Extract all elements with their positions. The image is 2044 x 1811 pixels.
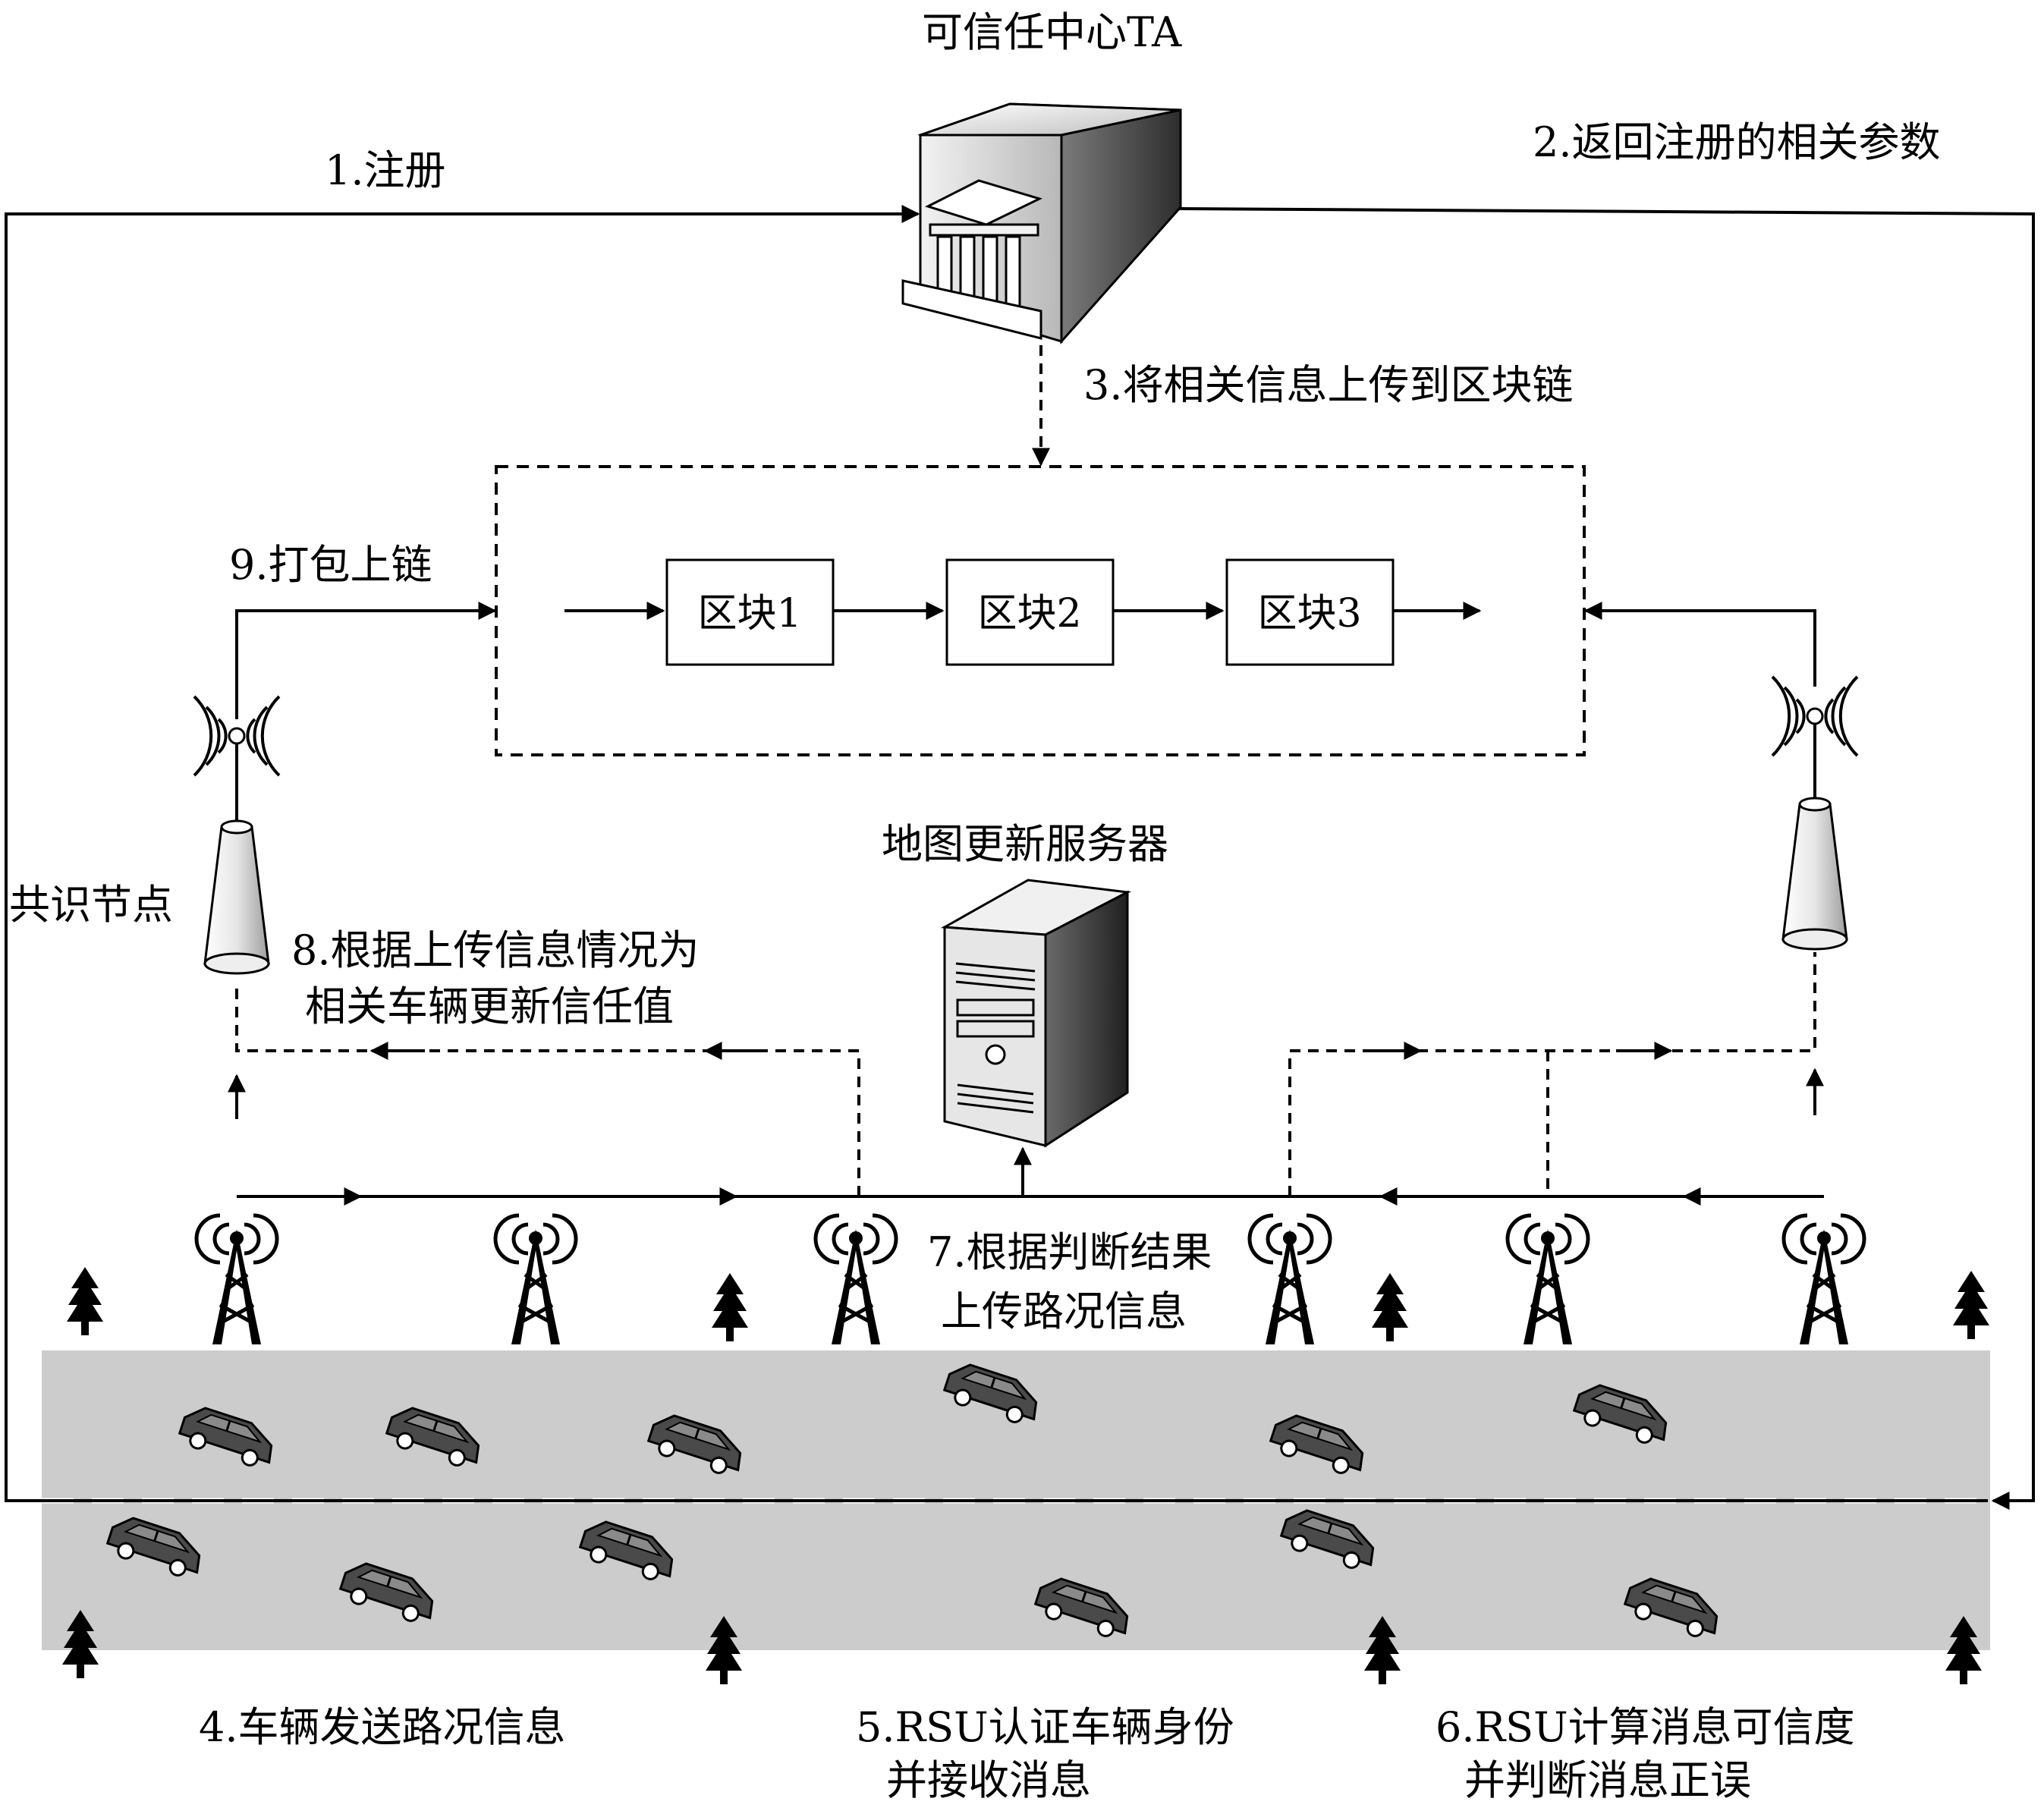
consensus-node-right-icon [1771, 675, 1859, 951]
rsu-tower-5-icon [1505, 1213, 1590, 1344]
car-icon [178, 1407, 273, 1467]
rsu-tower-3-icon [813, 1213, 898, 1344]
step-6-line1: 6.RSU计算消息可信度 [1436, 1703, 1855, 1751]
step-7-line2: 上传路况信息 [941, 1288, 1187, 1335]
tree-icon [67, 1267, 103, 1335]
step-3-label: 3.将相关信息上传到区块链 [1083, 361, 1574, 409]
car-icon [1623, 1577, 1719, 1637]
step-6-line2: 并判断消息正误 [1464, 1756, 1751, 1804]
block-3 [1225, 558, 1395, 666]
tree-icon [1364, 1616, 1401, 1684]
consensus-node-label: 共识节点 [9, 881, 173, 929]
step-2-label: 2.返回注册的相关参数 [1533, 118, 1941, 166]
pack-to-chain-arrow-right [1583, 602, 1816, 687]
register-arrow [5, 205, 1988, 1502]
block-3-label: 区块3 [1257, 591, 1361, 637]
car-icon [578, 1520, 674, 1580]
step-5-line2: 并接收消息 [886, 1756, 1091, 1804]
tree-icon [62, 1610, 99, 1678]
tree-icon [706, 1616, 742, 1684]
car-icon [338, 1562, 434, 1622]
rsu-tower-1-icon [194, 1213, 279, 1344]
ta-bank-icon [901, 102, 1182, 344]
return-params-arrow [1175, 207, 2035, 1510]
rsu-tower-2-icon [493, 1213, 578, 1344]
rsu-tower-4-icon [1247, 1213, 1332, 1344]
tree-icon [712, 1273, 748, 1341]
step-1-label: 1.注册 [325, 146, 446, 194]
step-8-line1: 8.根据上传信息情况为 [291, 926, 700, 974]
block-1-label: 区块1 [697, 591, 801, 637]
car-icon [646, 1414, 742, 1474]
rsu-tower-6-icon [1781, 1213, 1866, 1344]
tree-icon [1945, 1616, 1982, 1684]
map-server-label: 地图更新服务器 [882, 820, 1168, 868]
report-right-line [1288, 952, 1816, 1196]
step-8-line2: 相关车辆更新信任值 [305, 983, 674, 1030]
car-icon [1269, 1414, 1364, 1474]
step-4-label: 4.车辆发送路况信息 [199, 1703, 566, 1751]
block-1 [665, 558, 835, 666]
map-server-icon [940, 879, 1131, 1148]
tree-icon [1953, 1271, 1989, 1339]
step-5-line1: 5.RSU认证车辆身份 [856, 1703, 1234, 1751]
tree-icon [1372, 1273, 1408, 1341]
trust-update-left-line [235, 983, 860, 1196]
consensus-node-left-icon [193, 695, 281, 975]
car-icon [1279, 1509, 1375, 1569]
car-icon [1033, 1577, 1129, 1637]
ta-title: 可信任中心TA [922, 8, 1182, 56]
car-icon [1572, 1384, 1668, 1444]
pack-to-chain-arrow-left [235, 602, 497, 719]
car-icon [942, 1363, 1038, 1423]
car-icon [105, 1517, 201, 1577]
step-7-line1: 7.根据判断结果 [927, 1228, 1212, 1276]
step-9-label: 9.打包上链 [229, 541, 432, 589]
car-icon [385, 1407, 480, 1467]
block-2-label: 区块2 [977, 591, 1081, 637]
